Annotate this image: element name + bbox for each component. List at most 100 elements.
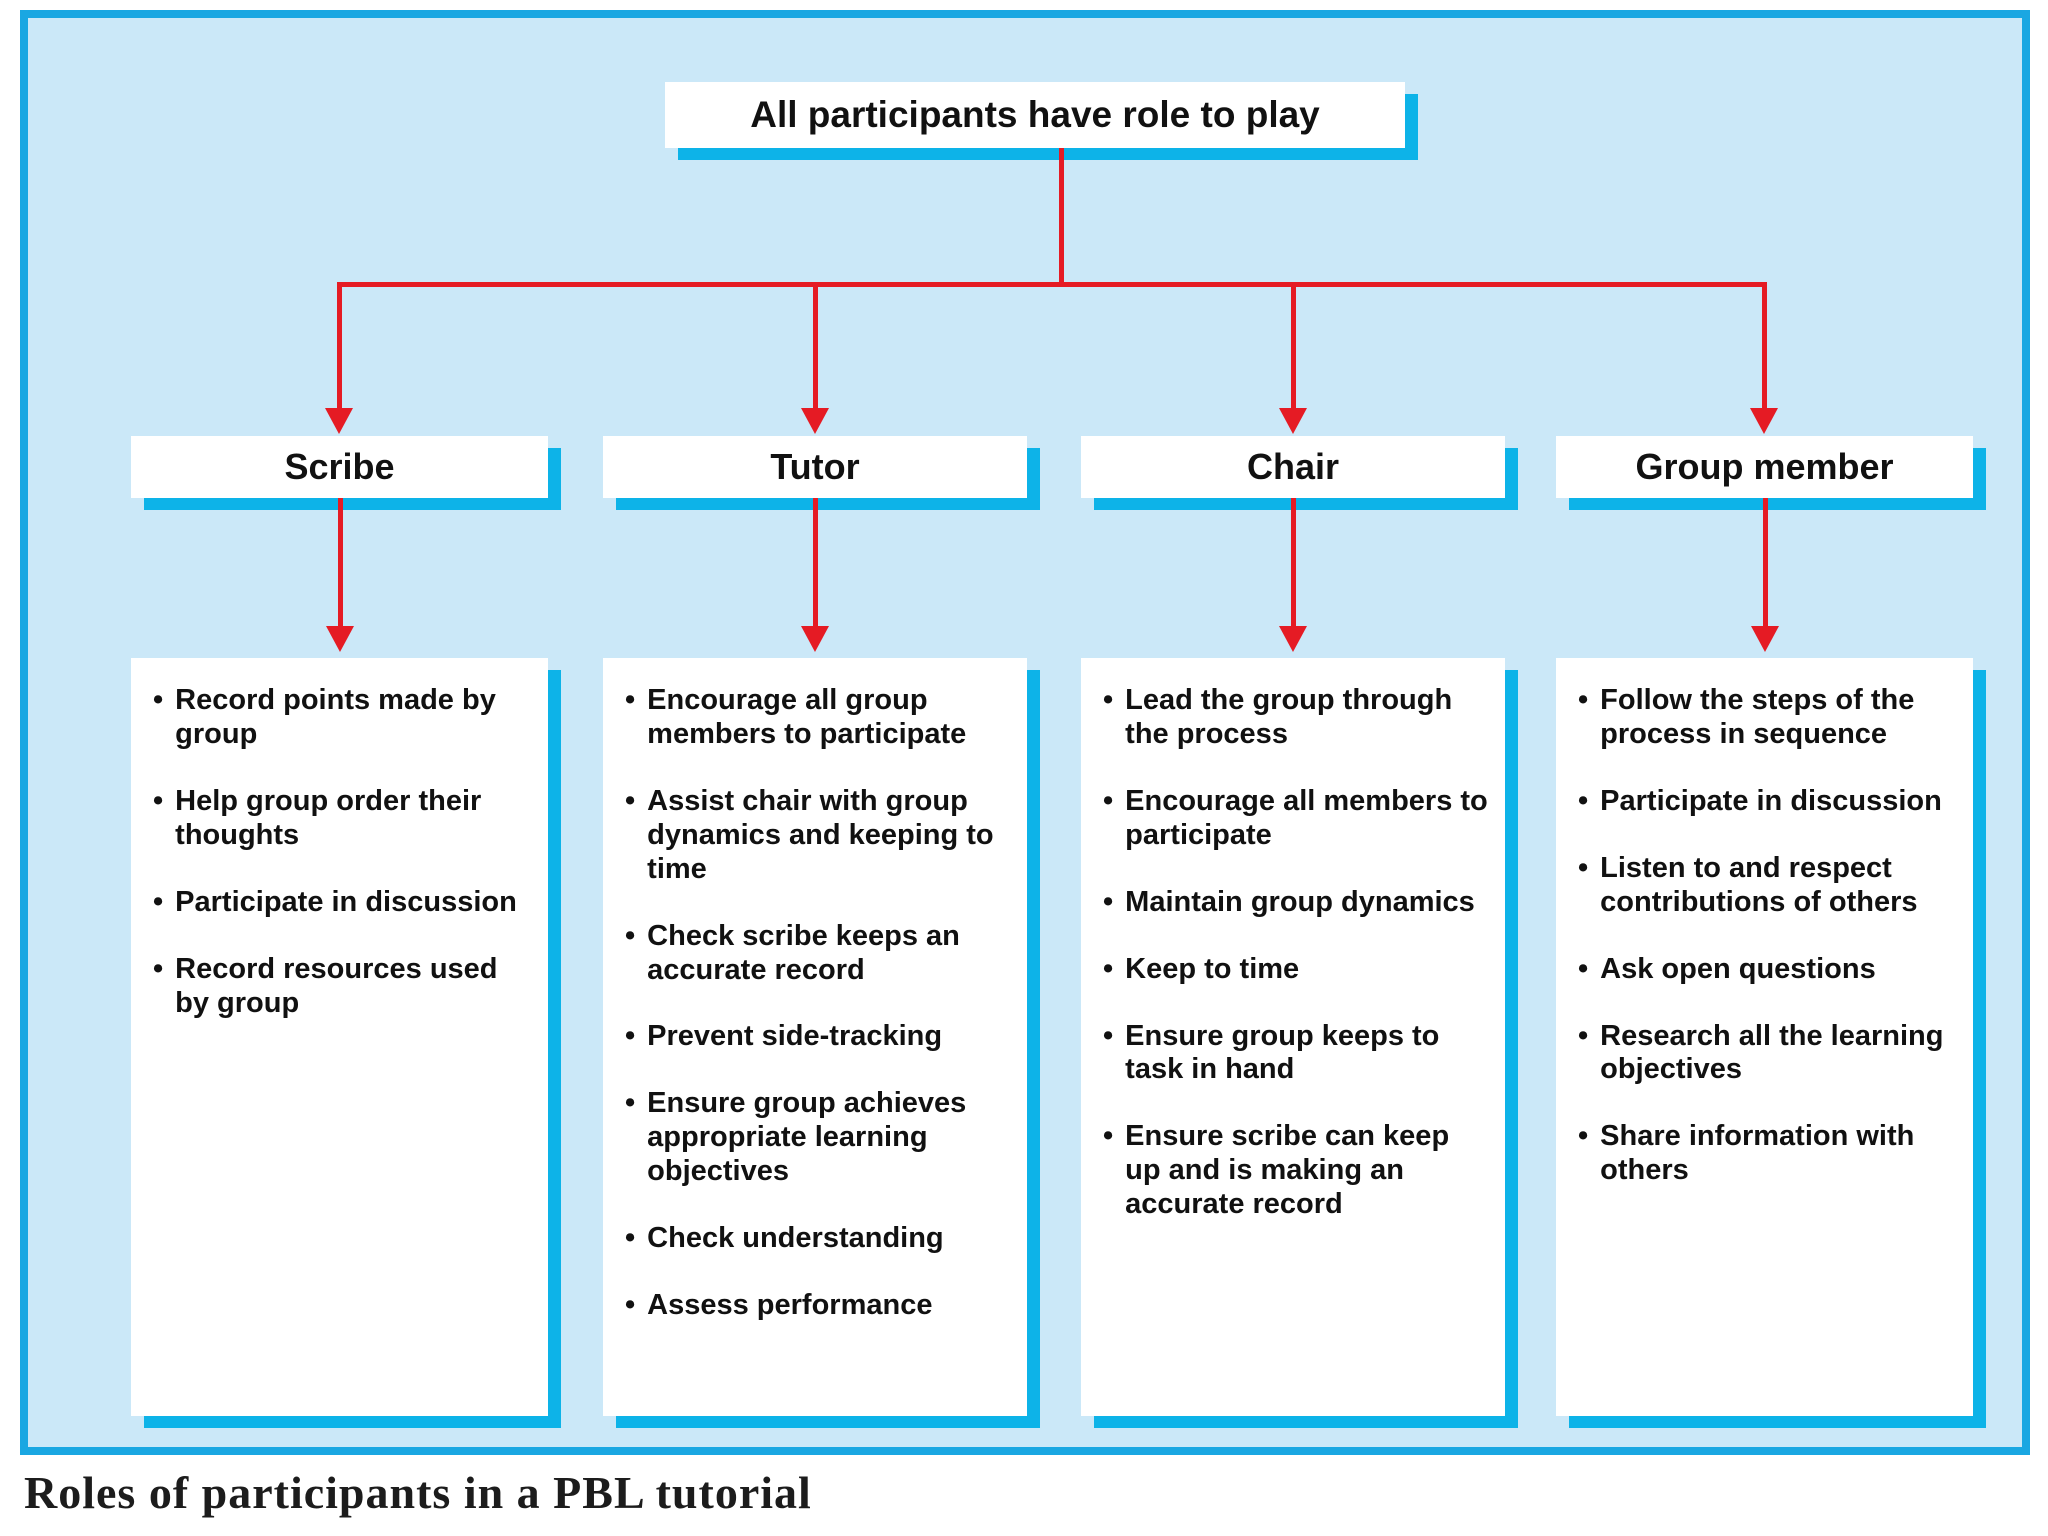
list-item: •Listen to and respect contributions of … (1578, 852, 1959, 920)
list-item: • Ensure group keeps to task in hand (1103, 1020, 1491, 1088)
list-item: • Assist chair with group dynamics and ke… (625, 785, 1013, 887)
role-title: Tutor (770, 446, 860, 487)
role-header-box: Scribe (131, 436, 548, 498)
caption: Roles of participants in a PBL tutorial (24, 1467, 812, 1518)
stem-line (1291, 498, 1296, 626)
bullet-icon: • (1578, 784, 1589, 817)
role-list-box: • Encourage all group members to particip… (603, 658, 1027, 1416)
list-item-text: Research all the learning objectives (1600, 1019, 1944, 1086)
bullet-icon: • (1578, 1019, 1589, 1052)
list-item-text: Check scribe keeps an accurate record (647, 919, 960, 986)
role-header-box: Tutor (603, 436, 1027, 498)
list-item: •Ensure group achieves appropriate learn… (625, 1087, 1013, 1189)
list-item: •Record resources used by group (153, 953, 534, 1021)
bullet-icon: • (625, 684, 636, 716)
bullet-icon: • (1578, 1120, 1589, 1153)
bullet-icon: • (1103, 1120, 1114, 1153)
list-item: • Encourage all group members to particip… (625, 684, 1013, 752)
stem-line (813, 284, 818, 410)
bullet-icon: • (153, 952, 164, 985)
list-item-text: Keep to time (1125, 952, 1300, 985)
role-bullet-list: • Encourage all group members to particip… (625, 684, 1013, 1323)
role-list-box: • Lead the group through the process • Enco… (1081, 658, 1505, 1416)
list-item-text: Prevent side-tracking (647, 1020, 943, 1053)
role-bullet-list: •Record points made by group•Help group … (153, 684, 534, 1020)
bullet-icon: • (625, 1222, 636, 1255)
bullet-icon: • (1103, 684, 1114, 716)
list-item: • Maintain group dynamics (1103, 886, 1491, 920)
bullet-icon: • (625, 1020, 636, 1053)
role-list-box: •Record points made by group•Help group … (131, 658, 548, 1416)
list-item-text: Assess performance (647, 1289, 933, 1322)
bullet-icon: • (1103, 1019, 1114, 1052)
list-item-text: Ensure group achieves appropriate learni… (647, 1087, 967, 1188)
bullet-icon: • (153, 684, 164, 716)
arrow-down-icon (1279, 408, 1307, 434)
bullet-icon: • (1103, 952, 1114, 985)
bullet-icon: • (625, 919, 636, 952)
list-item-text: Listen to and respect contributions of o… (1600, 851, 1918, 918)
role-title: Chair (1246, 446, 1340, 487)
list-item: • Follow the steps of the process in sequ… (1578, 684, 1959, 752)
list-item: • Participate in discussion (153, 886, 534, 920)
list-item: • Check scribe keeps an accurate record (625, 920, 1013, 988)
stem-line (1291, 284, 1296, 410)
list-item-text: Follow the steps of the process in seque… (1600, 684, 1915, 750)
role-list-box: • Follow the steps of the process in sequ… (1556, 658, 1973, 1416)
arrow-down-icon (1750, 626, 1779, 652)
bullet-icon: • (1103, 885, 1114, 918)
list-item: • Assess performance (625, 1289, 1013, 1323)
role-header-box: Group member (1556, 436, 1973, 498)
arrow-down-icon (801, 626, 829, 652)
list-item-text: Encourage all members to participate (1125, 784, 1488, 851)
stem-line (337, 498, 343, 626)
arrow-down-icon (325, 626, 354, 652)
role-column-scribe: Scribe •Record points made by group•Help… (131, 436, 548, 1416)
bullet-icon: • (625, 1289, 636, 1322)
list-item-text: Check understanding (647, 1222, 944, 1255)
list-item-text: Ensure scribe can keep up and is making … (1125, 1120, 1450, 1221)
list-item-text: Assist chair with group dynamics and kee… (647, 784, 994, 885)
list-item-text: Ensure group keeps to task in hand (1125, 1019, 1440, 1086)
list-item-text: Share information with others (1600, 1120, 1915, 1187)
stem-line (1762, 498, 1768, 626)
stem-line (337, 284, 342, 410)
bullet-icon: • (153, 784, 164, 817)
list-item-text: Help group order their thoughts (175, 784, 482, 851)
diagram-panel: All participants have role to play Scrib… (20, 10, 2030, 1455)
role-column-tutor: Tutor • Encourage all group members to pa… (603, 436, 1027, 1416)
role-column-group-member: Group member • Follow the steps of the pr… (1556, 436, 1973, 1416)
bullet-icon: • (1578, 952, 1589, 985)
list-item-text: Participate in discussion (175, 885, 517, 918)
role-title: Scribe (284, 446, 395, 487)
list-item: • Encourage all members to participate (1103, 785, 1491, 853)
list-item: • Keep to time (1103, 953, 1491, 987)
bullet-icon: • (1578, 684, 1589, 716)
list-item-text: Ask open questions (1600, 952, 1876, 985)
role-bullet-list: • Follow the steps of the process in sequ… (1578, 684, 1959, 1188)
arrow-down-icon (801, 408, 829, 434)
list-item-text: Lead the group through the process (1125, 684, 1453, 750)
list-item: • Lead the group through the process (1103, 684, 1491, 752)
role-title: Group member (1635, 446, 1894, 487)
list-item-text: Maintain group dynamics (1125, 885, 1475, 918)
list-item: • Check understanding (625, 1222, 1013, 1256)
bullet-icon: • (1103, 784, 1114, 817)
bullet-icon: • (625, 784, 636, 817)
arrow-down-icon (1750, 408, 1778, 434)
arrow-down-icon (1279, 626, 1307, 652)
root-box: All participants have role to play (665, 82, 1405, 148)
list-item: • Research all the learning objectives (1578, 1020, 1959, 1088)
list-item: • Prevent side-tracking (625, 1020, 1013, 1054)
branch-line (337, 282, 1767, 287)
trunk-line (1059, 148, 1064, 284)
root-label: All participants have role to play (750, 94, 1320, 135)
role-bullet-list: • Lead the group through the process • Enco… (1103, 684, 1491, 1222)
list-item: • Participate in discussion (1578, 785, 1959, 819)
list-item-text: Encourage all group members to participa… (647, 684, 967, 750)
list-item: • Help group order their thoughts (153, 785, 534, 853)
list-item: •Record points made by group (153, 684, 534, 752)
arrow-down-icon (325, 408, 353, 434)
list-item-text: Participate in discussion (1600, 784, 1942, 817)
bullet-icon: • (153, 885, 164, 918)
